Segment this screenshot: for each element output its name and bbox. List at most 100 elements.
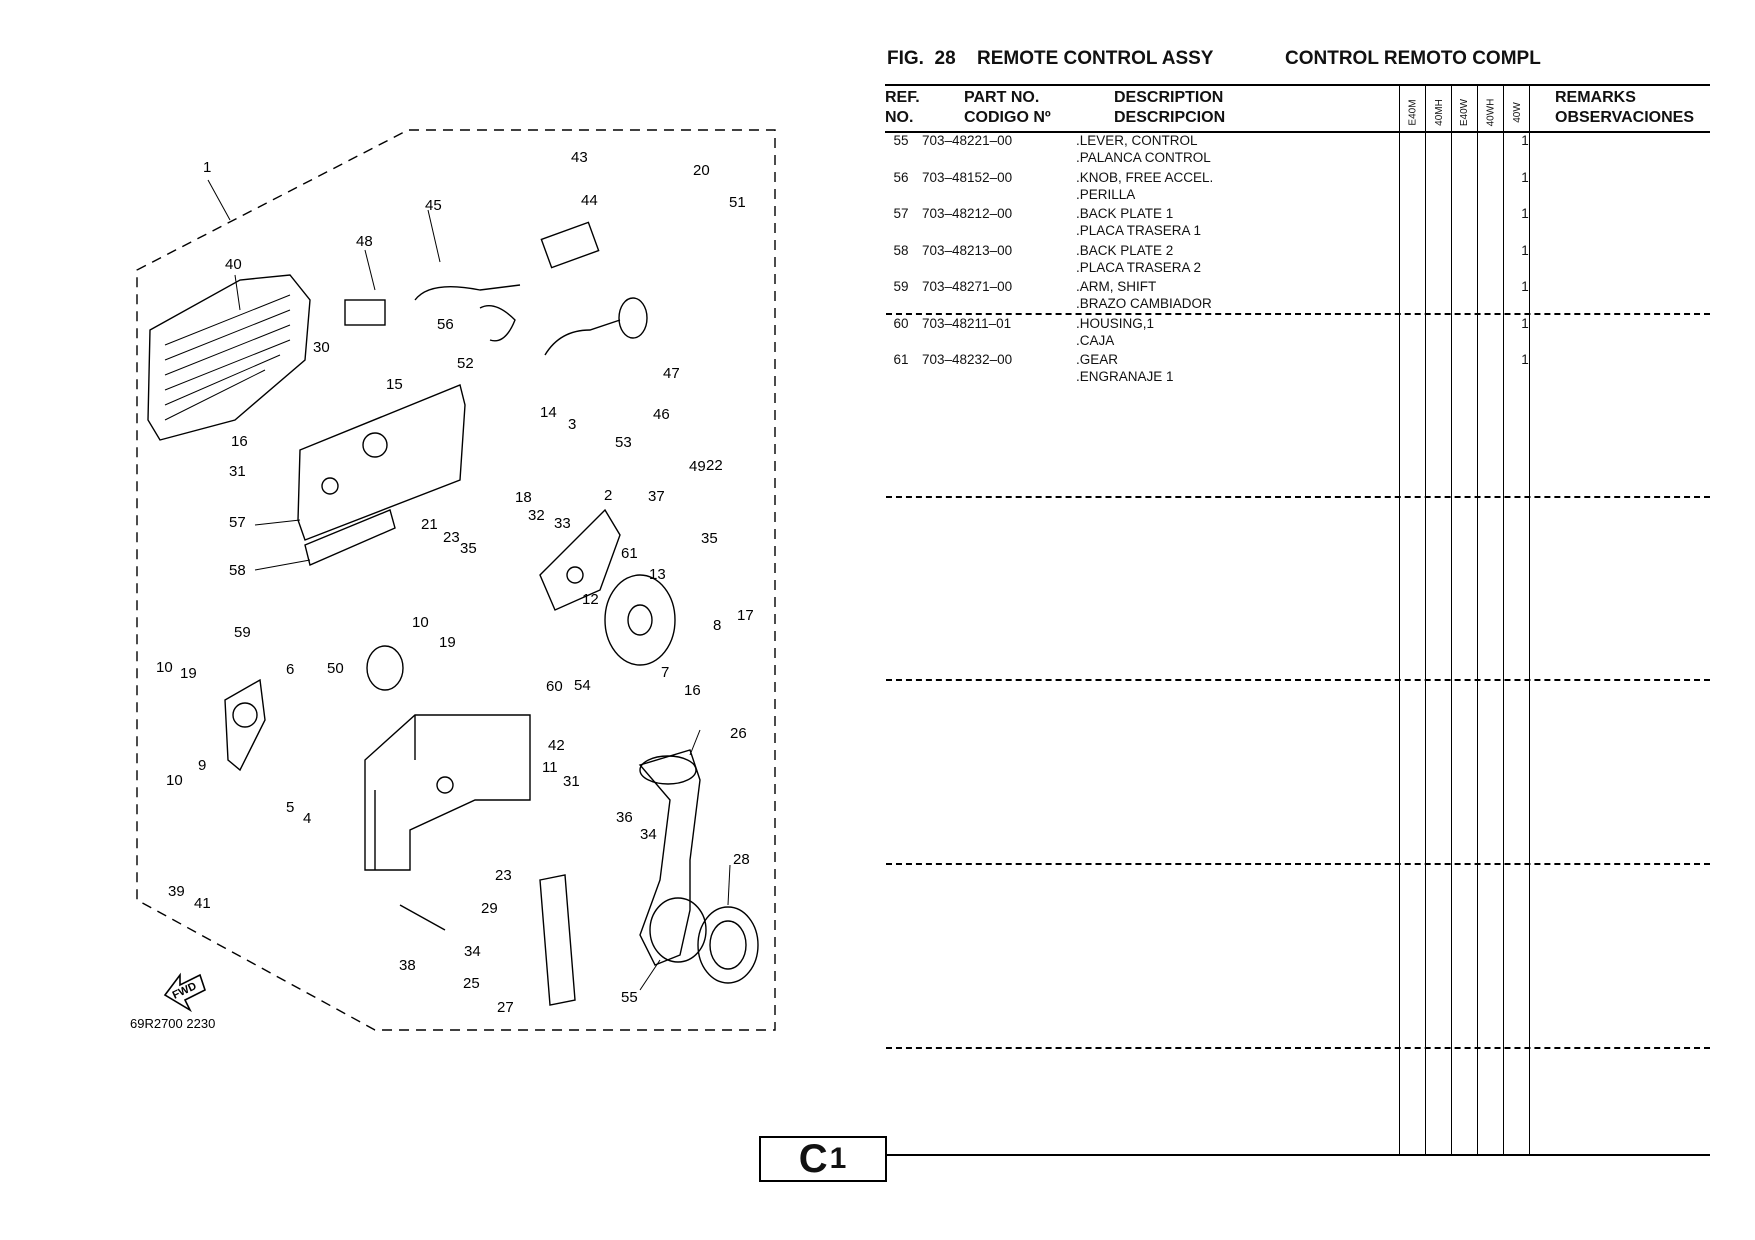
callout: 37 xyxy=(648,488,665,505)
group-separator xyxy=(886,313,1710,315)
callout: 8 xyxy=(713,617,721,634)
header-ref: REF. xyxy=(885,89,920,106)
row-part-no: 703–48221–00 xyxy=(922,133,1013,148)
row-desc-es: .BRAZO CAMBIADOR xyxy=(1076,296,1212,311)
callout: 58 xyxy=(229,562,246,579)
model-column-header: E40M xyxy=(1407,98,1419,126)
callout: 45 xyxy=(425,197,442,214)
callout: 4 xyxy=(303,810,311,827)
group-separator xyxy=(886,863,1710,865)
header-observaciones: OBSERVACIONES xyxy=(1555,109,1694,126)
column-divider xyxy=(1451,84,1452,1154)
row-part-no: 703–48213–00 xyxy=(922,243,1013,258)
page-code-letter: C xyxy=(798,1136,829,1181)
front-cover-part xyxy=(147,274,311,441)
callout: 12 xyxy=(582,591,599,608)
back-plate-2 xyxy=(304,509,396,566)
row-qty: 1 xyxy=(1521,133,1529,148)
row-ref: 55 xyxy=(893,133,909,148)
callout: 31 xyxy=(229,463,246,480)
group-separator xyxy=(886,496,1710,498)
callout: 35 xyxy=(701,530,718,547)
callout: 19 xyxy=(439,634,456,651)
callout: 9 xyxy=(198,757,206,774)
callout: 61 xyxy=(621,545,638,562)
column-divider xyxy=(1477,84,1478,1154)
row-ref: 60 xyxy=(893,316,909,331)
table-header-rule xyxy=(885,131,1710,133)
callout: 11 xyxy=(542,759,558,776)
callout: 34 xyxy=(464,943,481,960)
figure-label: FIG. 28 xyxy=(887,48,956,69)
callout: 10 xyxy=(412,614,429,631)
column-divider xyxy=(1425,84,1426,1154)
row-desc-en: .HOUSING,1 xyxy=(1076,316,1155,331)
callout: 13 xyxy=(649,566,666,583)
row-desc-en: .BACK PLATE 2 xyxy=(1076,243,1174,258)
control-lever xyxy=(638,749,701,966)
callout: 42 xyxy=(548,737,565,754)
callout: 16 xyxy=(231,433,248,450)
row-qty: 1 xyxy=(1521,243,1529,258)
callout: 27 xyxy=(497,999,514,1016)
callout: 7 xyxy=(661,664,669,681)
row-part-no: 703–48271–00 xyxy=(922,279,1013,294)
callout: 48 xyxy=(356,233,373,250)
callout: 30 xyxy=(313,339,330,356)
callout: 26 xyxy=(730,725,747,742)
callout: 55 xyxy=(621,989,638,1006)
model-column-header: 40W xyxy=(1511,101,1523,123)
exploded-parts-diagram: 1 43 44 45 20 51 48 40 30 56 52 47 15 16… xyxy=(130,129,776,1031)
callout: 23 xyxy=(495,867,512,884)
header-descripcion: DESCRIPCION xyxy=(1114,109,1226,126)
row-qty: 1 xyxy=(1521,352,1529,367)
figure-title-es: CONTROL REMOTO COMPL xyxy=(1285,48,1541,69)
callout: 10 xyxy=(166,772,183,789)
callout: 41 xyxy=(194,895,211,912)
row-desc-en: .KNOB, FREE ACCEL. xyxy=(1076,170,1214,185)
callout: 57 xyxy=(229,514,246,531)
drawing-number: 69R2700 2230 xyxy=(130,1016,215,1031)
row-part-no: 703–48232–00 xyxy=(922,352,1013,367)
bracket xyxy=(539,508,621,611)
row-ref: 58 xyxy=(893,243,909,258)
row-desc-en: .GEAR xyxy=(1076,352,1119,367)
assembly-boundary xyxy=(136,129,776,1031)
row-qty: 1 xyxy=(1521,316,1529,331)
row-desc-es: .PLACA TRASERA 1 xyxy=(1076,223,1202,238)
header-no: NO. xyxy=(885,109,914,126)
callout: 31 xyxy=(563,773,580,790)
row-ref: 56 xyxy=(893,170,909,185)
callout: 56 xyxy=(437,316,454,333)
callout: 52 xyxy=(457,355,474,372)
row-desc-es: .PALANCA CONTROL xyxy=(1076,150,1211,165)
callout: 5 xyxy=(286,799,294,816)
callout: 16 xyxy=(684,682,701,699)
row-ref: 57 xyxy=(893,206,909,221)
row-part-no: 703–48152–00 xyxy=(922,170,1013,185)
callout: 53 xyxy=(615,434,632,451)
callout: 20 xyxy=(693,162,710,179)
callout: 10 xyxy=(156,659,173,676)
callout: 54 xyxy=(574,677,591,694)
callout: 18 xyxy=(515,489,532,506)
row-ref: 61 xyxy=(893,352,909,367)
housing-part xyxy=(364,714,531,871)
figure-title-en: REMOTE CONTROL ASSY xyxy=(977,48,1214,69)
callout: 3 xyxy=(568,416,576,433)
header-description: DESCRIPTION xyxy=(1114,89,1224,106)
row-qty: 1 xyxy=(1521,279,1529,294)
fwd-label: FWD xyxy=(171,980,199,1001)
group-separator xyxy=(886,1047,1710,1049)
callout: 51 xyxy=(729,194,746,211)
row-desc-en: .BACK PLATE 1 xyxy=(1076,206,1174,221)
callout: 50 xyxy=(327,660,344,677)
callout: 44 xyxy=(581,192,598,209)
back-plate-1 xyxy=(297,384,466,541)
row-desc-es: .PERILLA xyxy=(1076,187,1136,202)
row-part-no: 703–48211–01 xyxy=(922,316,1012,331)
callout: 43 xyxy=(571,149,588,166)
callout: 32 xyxy=(528,507,545,524)
row-qty: 1 xyxy=(1521,170,1529,185)
group-separator xyxy=(886,679,1710,681)
